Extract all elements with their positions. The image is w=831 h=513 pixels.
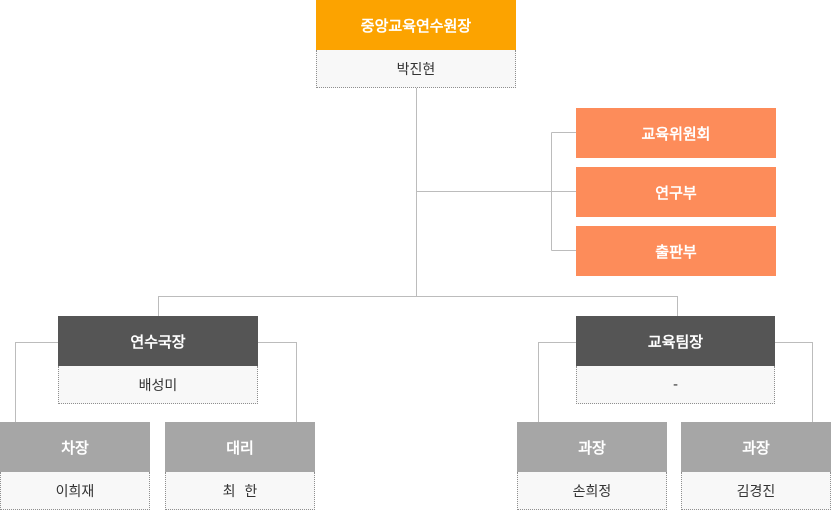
side-unit-education-committee: 교육위원회: [576, 108, 776, 158]
director-name: 박진현: [316, 50, 516, 88]
right-branch-head-title: 교육팀장: [576, 316, 775, 366]
right-member-2-title: 과장: [681, 422, 831, 472]
side-unit-research: 연구부: [576, 167, 776, 217]
director-title: 중앙교육연수원장: [316, 0, 516, 50]
left-member-1-title: 차장: [0, 422, 150, 472]
right-branch-head-name: -: [576, 366, 775, 404]
side-unit-publishing: 출판부: [576, 226, 776, 276]
left-branch-head-name: 배성미: [58, 366, 258, 404]
right-member-2-name: 김경진: [681, 472, 831, 510]
right-member-1-name: 손희정: [517, 472, 667, 510]
left-member-2-name: 최 한: [165, 472, 315, 510]
left-member-1-name: 이희재: [0, 472, 150, 510]
left-member-2-title: 대리: [165, 422, 315, 472]
right-member-1-title: 과장: [517, 422, 667, 472]
left-branch-head-title: 연수국장: [58, 316, 258, 366]
